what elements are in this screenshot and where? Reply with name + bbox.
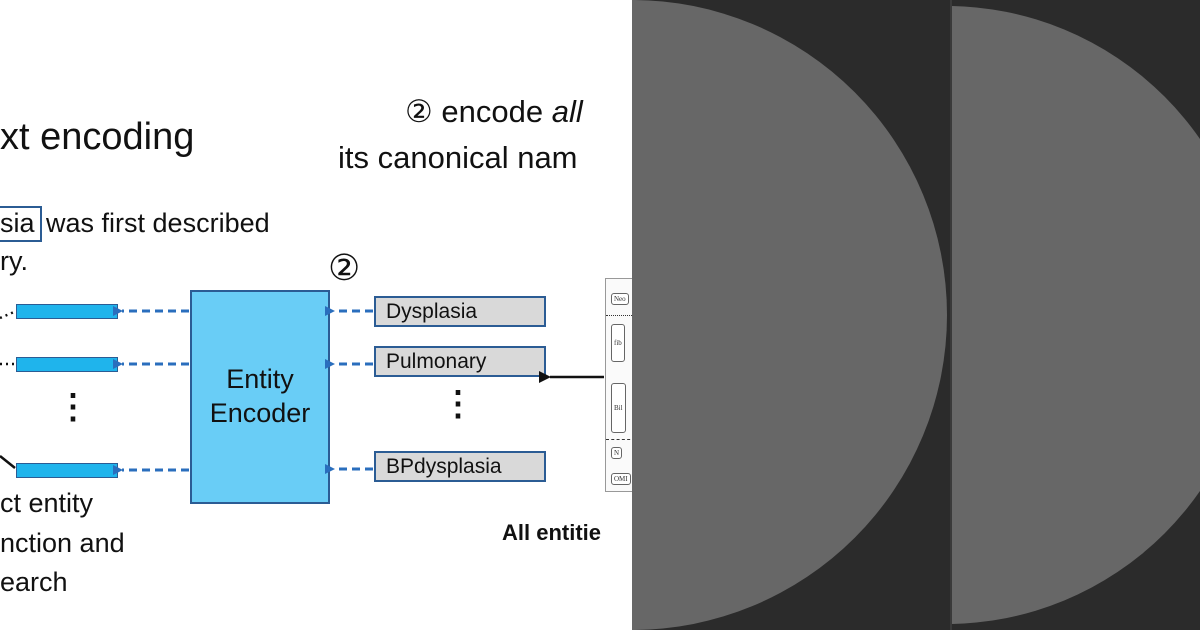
slide-subtitle-line1: ② encode all: [405, 96, 583, 127]
sentence-rest: was first described: [46, 208, 270, 238]
slide-title: xt encoding: [0, 116, 195, 158]
connector-line-3: [0, 455, 16, 469]
sentence-mention: sia: [0, 208, 35, 238]
doc-label-4: N: [611, 447, 623, 459]
entity-name-box-1: Dysplasia: [374, 296, 546, 327]
placeholder-panel-left: [632, 0, 950, 630]
entity-encoder-block: Entity Encoder: [190, 290, 330, 504]
step-marker: ②: [328, 247, 361, 288]
doc-label-3: Bil: [611, 383, 626, 433]
placeholder-panel-right: [950, 0, 1200, 630]
caption-line-3: earch: [0, 567, 68, 597]
entity-dictionary-thumbnail: Neo fib Bil N OMI: [605, 278, 632, 492]
caption-line-2: nction and: [0, 528, 125, 558]
all-entities-label: All entitie: [502, 520, 602, 545]
subtitle-emphasis: all: [551, 94, 583, 129]
lecture-slide: xt encoding ② encode all its canonical n…: [0, 0, 632, 630]
encoder-label-line2: Encoder: [209, 398, 311, 428]
subtitle-prefix: ② encode: [405, 94, 552, 129]
entity-name-box-2: Pulmonary: [374, 346, 546, 377]
placeholder-half-circle-right: [952, 6, 1200, 624]
encoder-label-line1: Entity: [226, 364, 294, 395]
doc-label-2: fib: [611, 324, 625, 362]
placeholder-half-circle-left: [632, 0, 947, 630]
doc-label-5: OMI: [611, 473, 631, 485]
diagram-arrows: [0, 306, 604, 475]
connector-dots-1: [0, 310, 15, 320]
doc-label-1: Neo: [611, 293, 629, 305]
doc-divider-dotted: [606, 315, 632, 316]
entity-name-box-3: BPdysplasia: [374, 451, 546, 482]
mention-highlight-box: [0, 206, 42, 242]
doc-divider-dashed: [606, 439, 632, 440]
example-sentence-line1: sia was first described: [0, 210, 270, 237]
caption-line-1: ct entity: [0, 488, 94, 518]
slide-subtitle-line2: its canonical nam: [338, 140, 578, 175]
example-sentence-line2: ry.: [0, 246, 28, 276]
